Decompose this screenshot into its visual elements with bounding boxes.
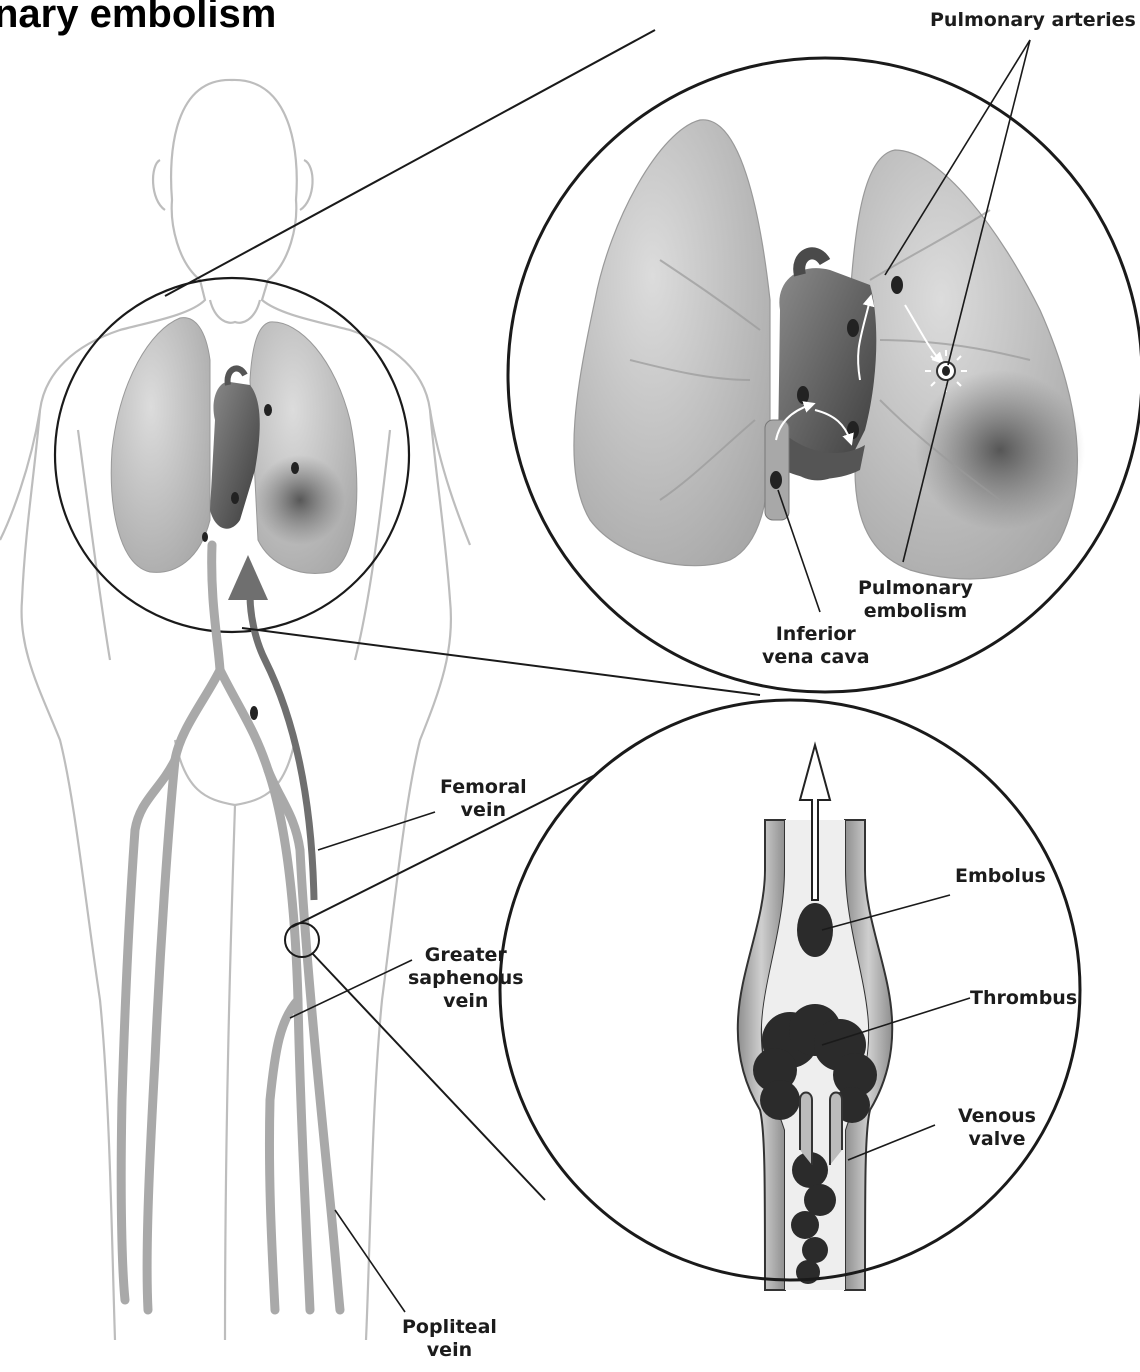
label-line: embolism [858,600,973,623]
label-line: vein [408,990,524,1013]
label-line: Venous [958,1105,1036,1128]
label-pulmonary-embolism: Pulmonary embolism [858,577,973,623]
label-line: saphenous [408,967,524,990]
label-femoral-vein: Femoral vein [440,776,527,822]
small-lungs-group [111,318,357,574]
label-greater-saphenous-vein: Greater saphenous vein [408,944,524,1013]
label-line: Popliteal [402,1316,497,1339]
body-outline-icon [0,80,470,1340]
label-line: vein [440,799,527,822]
embolus-in-vein-icon [250,706,258,720]
label-line: Inferior [762,623,870,646]
label-venous-valve: Venous valve [958,1105,1036,1151]
label-line: vein [402,1339,497,1362]
label-line: vena cava [762,646,870,669]
label-line: Greater [408,944,524,967]
label-inferior-vena-cava: Inferior vena cava [762,623,870,669]
label-thrombus: Thrombus [970,987,1077,1010]
label-line: Pulmonary [858,577,973,600]
page-title: nary embolism [0,0,276,37]
label-embolus: Embolus [955,865,1046,888]
label-line: Femoral [440,776,527,799]
label-pulmonary-arteries: Pulmonary arteries [930,9,1136,32]
label-line: valve [958,1128,1036,1151]
label-popliteal-vein: Popliteal vein [402,1316,497,1362]
